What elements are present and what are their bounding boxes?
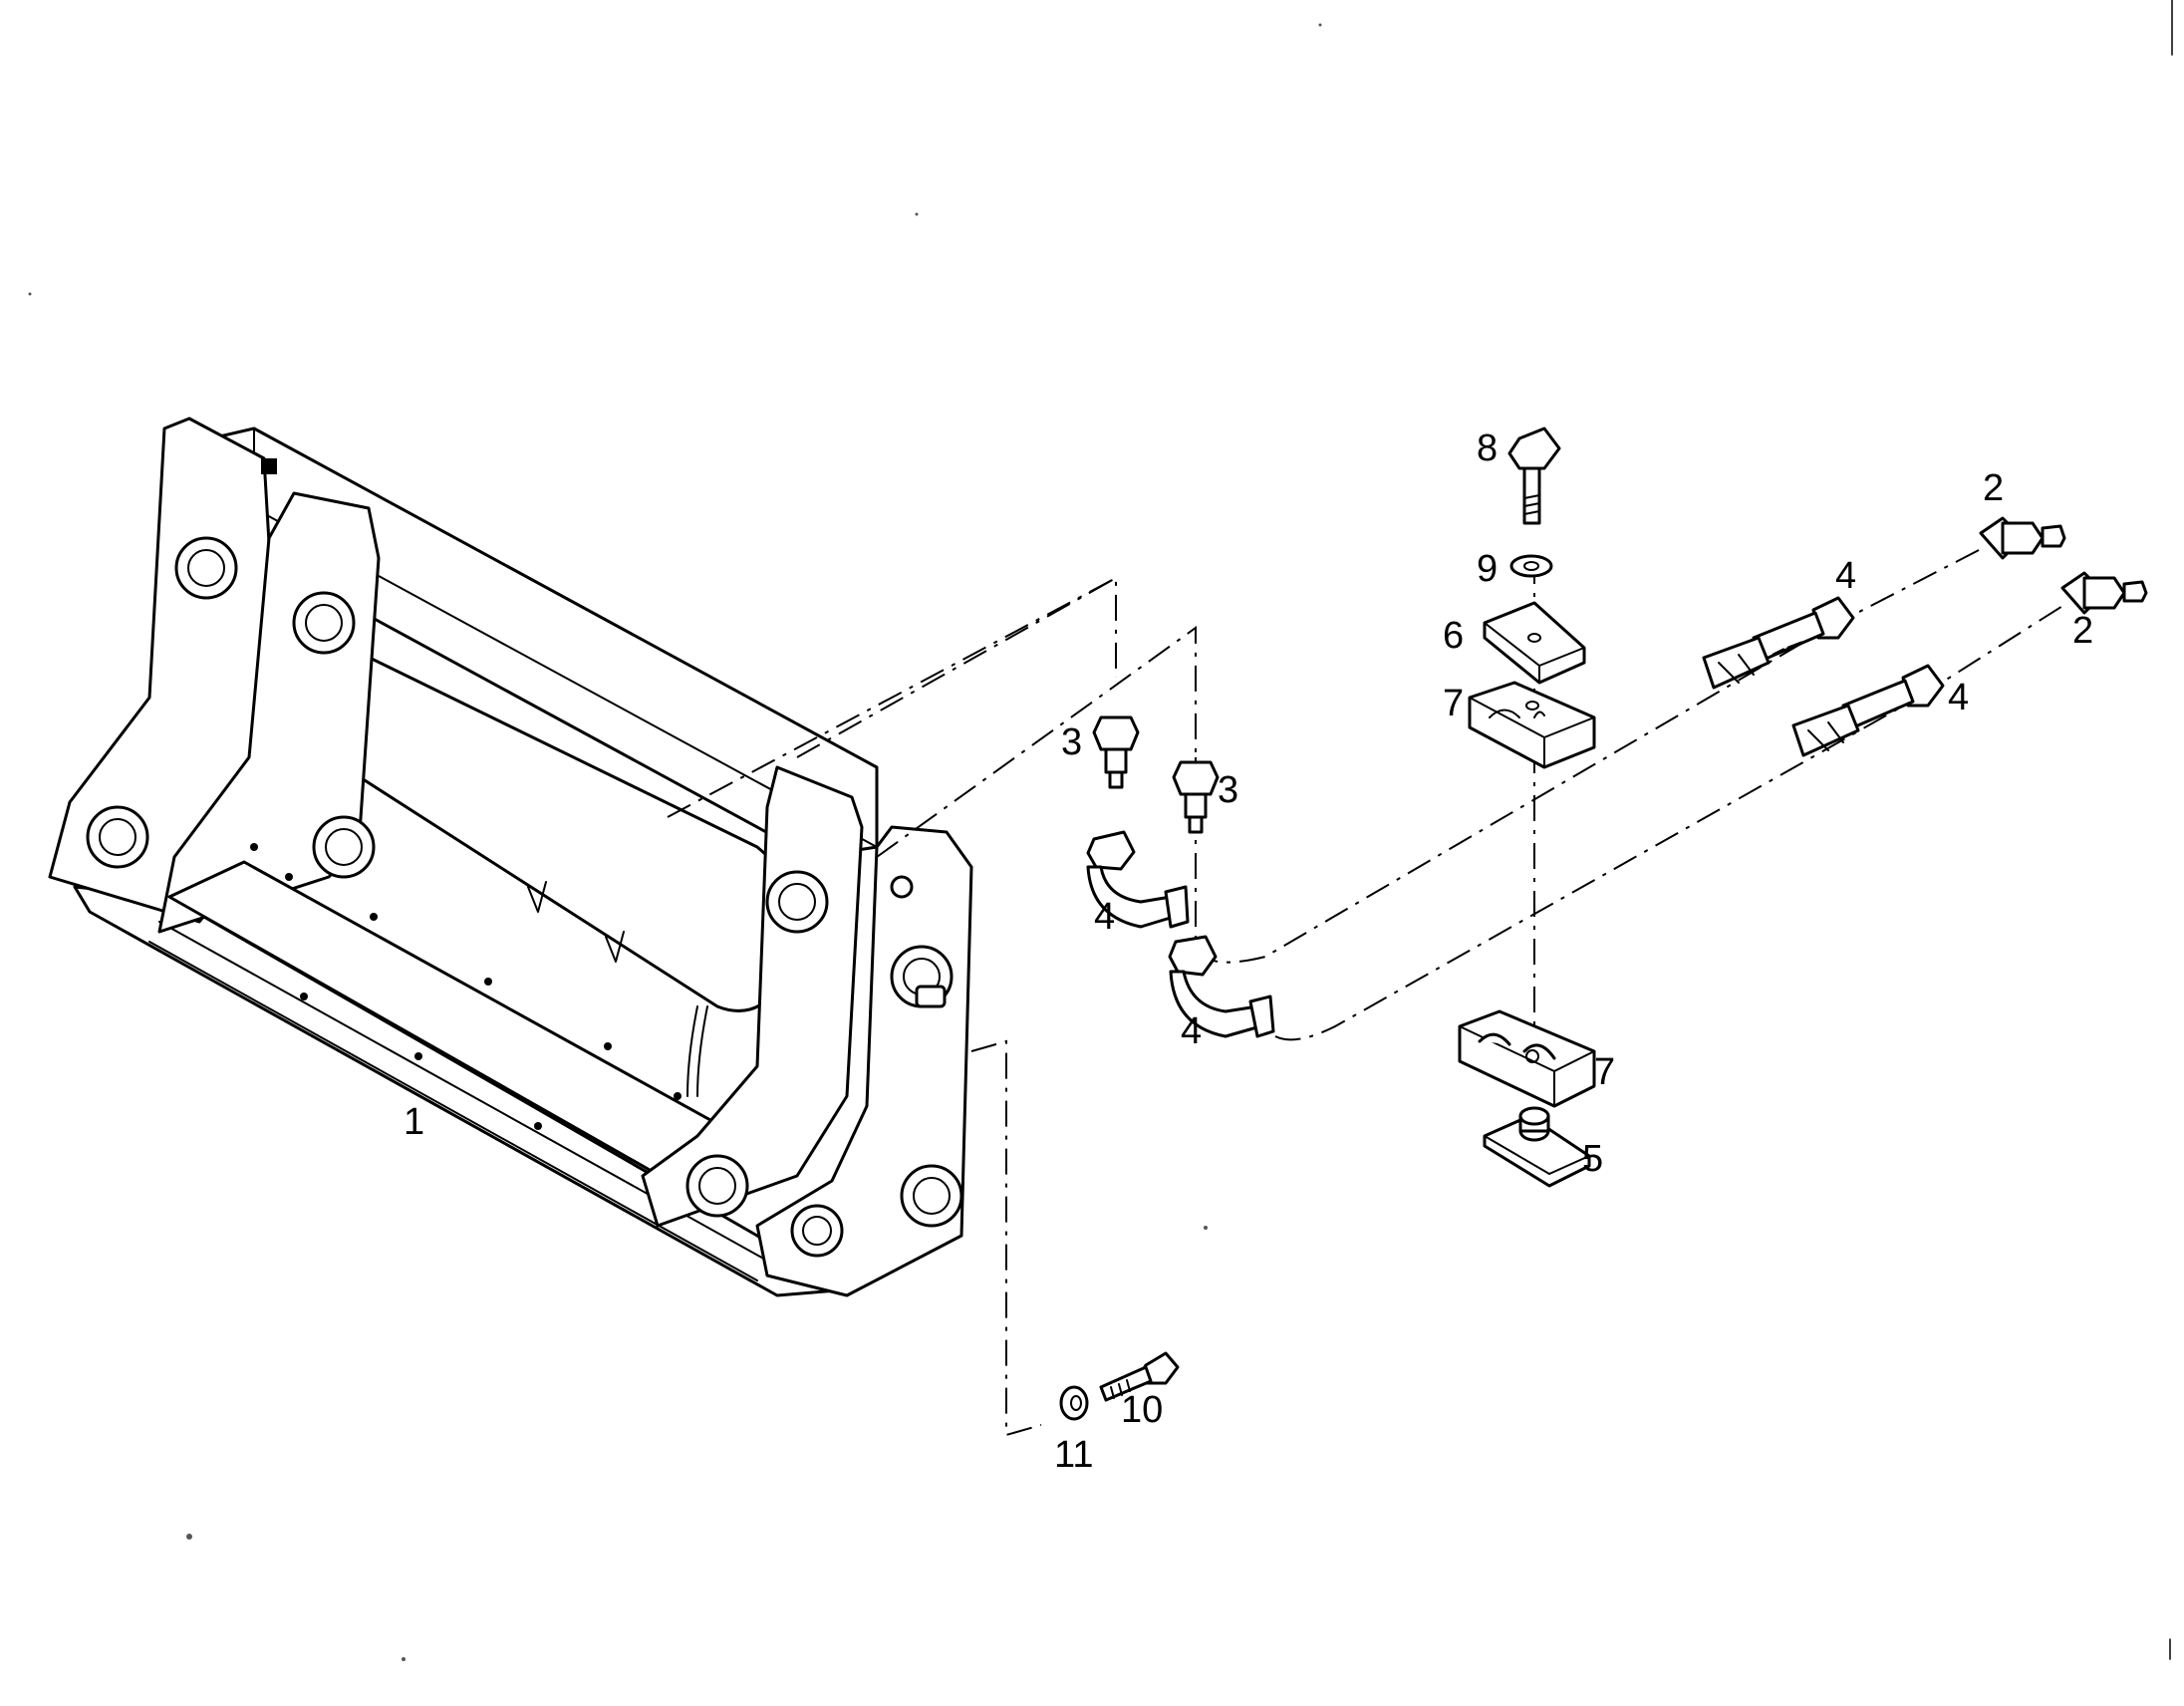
callout-hose-end-upper: 4 — [1835, 555, 1856, 597]
hose-elbow-lower — [1168, 935, 1275, 1038]
adapter-fitting-right — [1172, 760, 1220, 834]
callout-hose-elbow-lower: 4 — [1181, 1010, 1202, 1052]
callout-hose-end-lower: 4 — [1948, 677, 1969, 718]
callout-plate-top: 6 — [1443, 615, 1464, 657]
callout-washer: 9 — [1477, 548, 1498, 590]
adapter-fitting-left — [1092, 715, 1140, 789]
clamp-half-bottom — [1458, 1009, 1596, 1108]
callout-bolt: 8 — [1477, 427, 1498, 469]
hex-bolt — [1507, 426, 1561, 525]
top-plate — [1483, 601, 1586, 685]
callout-bolt-small: 10 — [1121, 1389, 1163, 1431]
callout-hose-elbow-upper: 4 — [1094, 896, 1115, 938]
callout-frame: 1 — [404, 1101, 424, 1143]
scan-specks — [28, 0, 2173, 1661]
callout-labels: 1 2 2 3 3 4 4 4 4 5 6 7 7 8 9 10 11 — [404, 427, 2093, 1476]
hose-elbow-upper — [1086, 830, 1190, 929]
callout-clamp-bottom: 7 — [1594, 1051, 1615, 1093]
callout-plate-bottom: 5 — [1582, 1138, 1603, 1180]
quick-hitch-frame — [48, 417, 973, 1297]
callout-adapter-left: 3 — [1061, 721, 1082, 763]
bottom-plate — [1483, 1106, 1591, 1188]
hose-end-upper — [1702, 596, 1855, 690]
washer — [1509, 554, 1553, 578]
callout-nipple-top: 2 — [1983, 467, 2004, 509]
leader-lines — [667, 547, 2068, 1437]
callout-nipple-right: 2 — [2072, 610, 2093, 652]
hose-end-lower — [1791, 664, 1945, 757]
callout-washer-small: 11 — [1054, 1434, 1093, 1476]
callout-clamp-top: 7 — [1443, 683, 1464, 724]
nipple-fitting-right — [2060, 571, 2148, 615]
callout-adapter-right: 3 — [1218, 769, 1238, 811]
small-washer — [1059, 1385, 1089, 1421]
nipple-fitting-top — [1979, 516, 2066, 560]
clamp-half-top — [1468, 681, 1596, 769]
small-bolt — [1099, 1351, 1180, 1402]
